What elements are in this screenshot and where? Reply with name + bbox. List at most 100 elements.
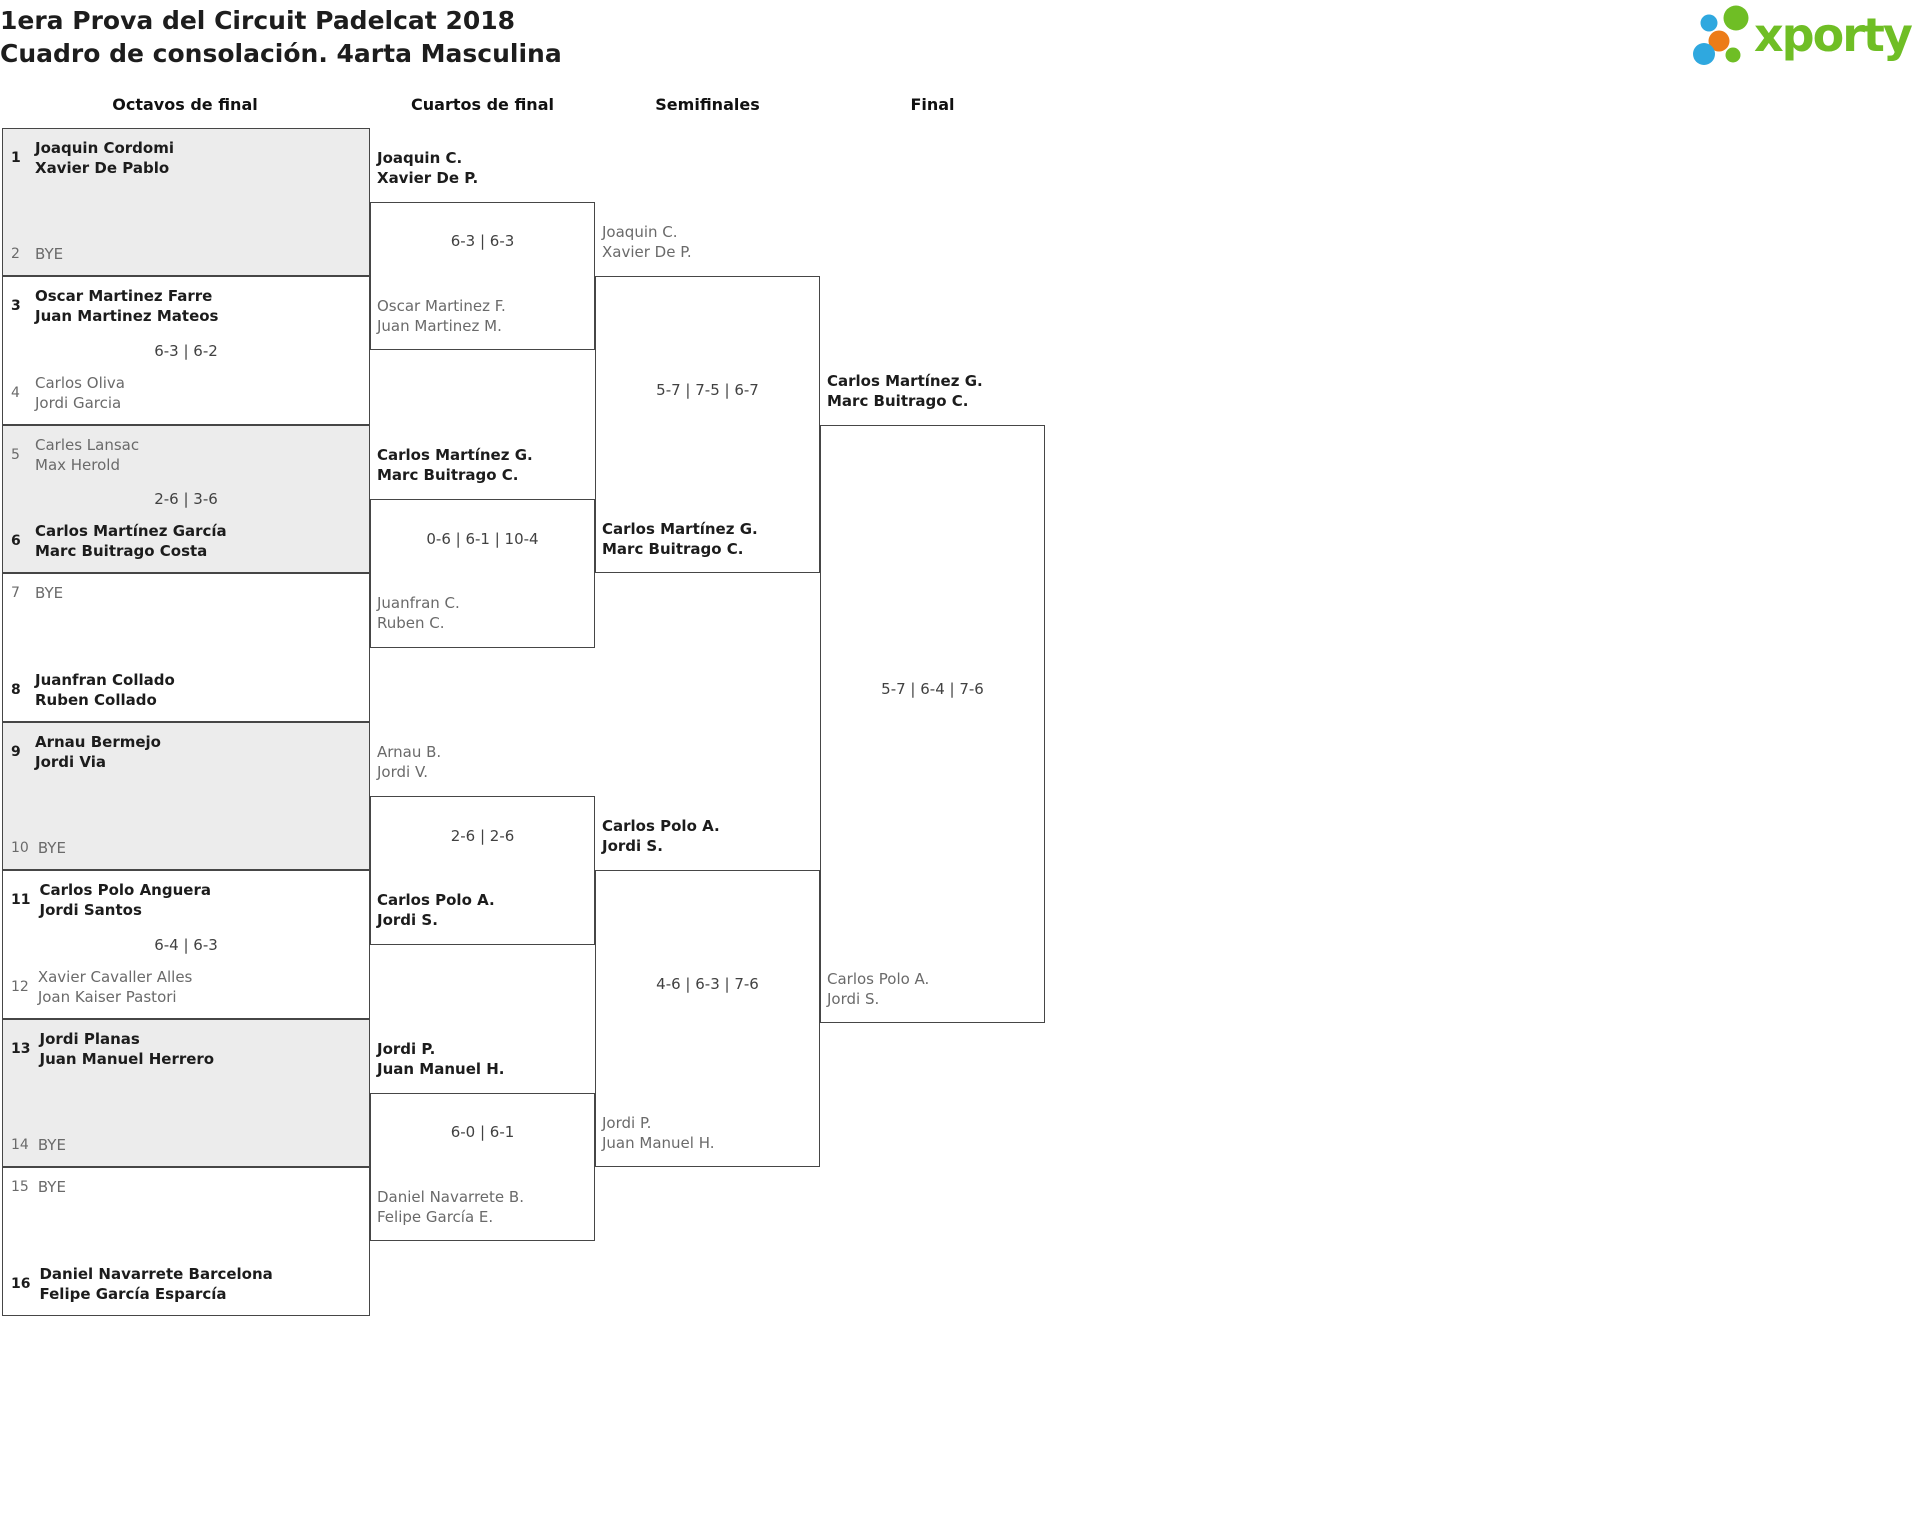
round-header-octavos: Octavos de final bbox=[112, 95, 258, 114]
player-name: Carlos Martínez G. bbox=[602, 520, 758, 538]
team-qf3-bottom: Carlos Polo A. Jordi S. bbox=[377, 890, 495, 930]
player-name: Juanfran Collado bbox=[35, 671, 175, 689]
match-score: 0-6 | 6-1 | 10-4 bbox=[426, 529, 539, 548]
seed-number: 5 bbox=[11, 447, 20, 463]
player-name: Joan Kaiser Pastori bbox=[37, 988, 177, 1006]
seed-number: 3 bbox=[11, 298, 21, 314]
match-score: 6-0 | 6-1 bbox=[450, 1123, 515, 1141]
round-header-final: Final bbox=[910, 95, 955, 114]
player-name: Carlos Polo A. bbox=[377, 891, 495, 909]
seed-number: 9 bbox=[11, 744, 21, 760]
player-name: Jordi S. bbox=[602, 837, 663, 855]
seed-number: 10 bbox=[11, 840, 29, 856]
player-name: Carlos Oliva bbox=[35, 374, 125, 392]
match-score: 4-6 | 6-3 | 7-6 bbox=[656, 974, 759, 993]
seed-number: 2 bbox=[11, 246, 20, 262]
player-name: Xavier De Pablo bbox=[35, 159, 170, 177]
seed-number: 4 bbox=[11, 385, 20, 401]
team-row: 15 BYE bbox=[11, 1177, 365, 1197]
match-qf-3: 2-6 | 2-6 bbox=[370, 796, 595, 945]
team-final-bottom: Carlos Polo A. Jordi S. bbox=[827, 969, 929, 1009]
match-score: 2-6 | 2-6 bbox=[450, 826, 515, 845]
player-name: Juan Manuel H. bbox=[602, 1134, 715, 1152]
seed-number: 7 bbox=[11, 585, 20, 601]
player-name: Joaquin Cordomi bbox=[35, 139, 174, 157]
team-qf3-top: Arnau B. Jordi V. bbox=[377, 742, 441, 782]
player-name: Max Herold bbox=[35, 456, 120, 474]
page-title-line2: Cuadro de consolación. 4arta Masculina bbox=[0, 39, 562, 68]
player-name: Oscar Martinez Farre bbox=[35, 287, 213, 305]
seed-number: 15 bbox=[11, 1179, 29, 1195]
player-name: Jordi S. bbox=[377, 911, 438, 929]
player-name: Carlos Polo A. bbox=[827, 970, 930, 988]
team-qf1-bottom: Oscar Martinez F. Juan Martinez M. bbox=[377, 296, 506, 336]
match-score: 6-3 | 6-2 bbox=[154, 341, 218, 360]
match-qf-4: 6-0 | 6-1 bbox=[370, 1093, 595, 1241]
player-name: Carles Lansac bbox=[35, 436, 140, 454]
match-score: 6-4 | 6-3 bbox=[154, 935, 218, 954]
player-name: Juan Martinez M. bbox=[377, 317, 502, 335]
seed-number: 14 bbox=[11, 1137, 29, 1153]
page-title-line1: 1era Prova del Circuit Padelcat 2018 bbox=[0, 6, 516, 35]
seed-number: 6 bbox=[11, 533, 21, 549]
seed-number: 12 bbox=[11, 979, 29, 995]
player-name: Felipe García E. bbox=[377, 1208, 494, 1226]
player-name: Marc Buitrago C. bbox=[602, 540, 744, 558]
team-qf4-bottom: Daniel Navarrete B. Felipe García E. bbox=[377, 1187, 524, 1227]
player-name: Carlos Polo Anguera bbox=[39, 881, 211, 899]
player-name: Joaquin C. bbox=[377, 149, 463, 167]
player-name: Jordi Santos bbox=[39, 901, 142, 919]
team-row: 2 BYE bbox=[11, 244, 365, 264]
player-name: Daniel Navarrete B. bbox=[377, 1188, 524, 1206]
player-name: Jordi P. bbox=[377, 1040, 436, 1058]
team-qf2-top: Carlos Martínez G. Marc Buitrago C. bbox=[377, 445, 533, 485]
seed-number: 8 bbox=[11, 682, 21, 698]
team-sf2-top: Carlos Polo A. Jordi S. bbox=[602, 816, 720, 856]
team-qf4-top: Jordi P. Juan Manuel H. bbox=[377, 1039, 504, 1079]
match-sf-1: 5-7 | 7-5 | 6-7 bbox=[595, 276, 820, 573]
team-row: 14 BYE bbox=[11, 1135, 365, 1155]
team-final-top: Carlos Martínez G. Marc Buitrago C. bbox=[827, 371, 983, 411]
match-score: 5-7 | 7-5 | 6-7 bbox=[656, 380, 759, 399]
round-header-semifinales: Semifinales bbox=[655, 95, 760, 114]
player-name: BYE bbox=[37, 839, 66, 857]
logo-text: xporty bbox=[1754, 8, 1913, 62]
player-name: Xavier De P. bbox=[377, 169, 479, 187]
player-name: BYE bbox=[37, 1178, 66, 1196]
match-score: 5-7 | 6-4 | 7-6 bbox=[881, 680, 984, 698]
player-name: Felipe García Esparcía bbox=[39, 1285, 227, 1303]
team-sf1-bottom: Carlos Martínez G. Marc Buitrago C. bbox=[602, 519, 758, 559]
team-row: 10 BYE bbox=[11, 838, 365, 858]
xporty-logo: xporty bbox=[1690, 0, 1920, 72]
logo-dots-icon bbox=[1693, 5, 1749, 65]
match-score: 6-3 | 6-3 bbox=[450, 232, 515, 250]
player-name: Juan Manuel H. bbox=[377, 1060, 505, 1078]
player-name: BYE bbox=[35, 584, 64, 602]
team-sf1-top: Joaquin C. Xavier De P. bbox=[602, 222, 692, 262]
player-name: Jordi V. bbox=[377, 763, 429, 781]
player-name: Carlos Polo A. bbox=[602, 817, 720, 835]
team-row: 7 BYE bbox=[11, 583, 365, 603]
player-name: Ruben C. bbox=[377, 614, 445, 632]
player-name: Carlos Martínez G. bbox=[827, 372, 983, 390]
seed-number: 1 bbox=[11, 150, 21, 166]
player-name: Marc Buitrago C. bbox=[827, 392, 969, 410]
player-name: Juanfran C. bbox=[377, 594, 460, 612]
round-header-cuartos: Cuartos de final bbox=[411, 95, 554, 114]
player-name: Jordi S. bbox=[827, 990, 880, 1008]
